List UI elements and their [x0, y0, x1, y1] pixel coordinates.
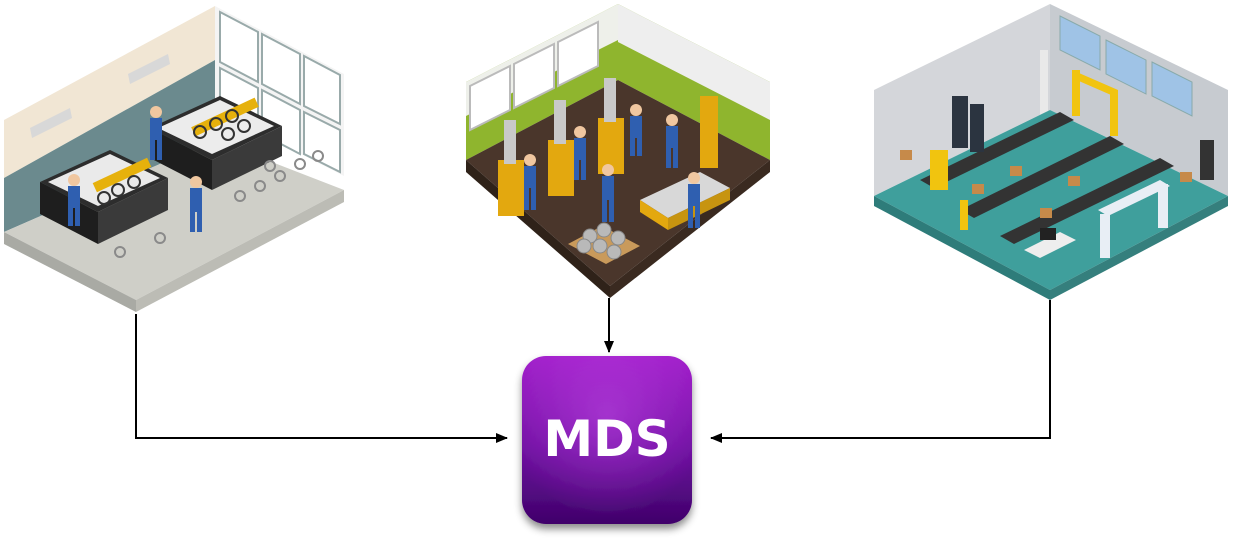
mds-hub: [522, 356, 692, 524]
mds-label: MDS: [543, 410, 670, 468]
assembly-line-factory-icon: [874, 4, 1228, 300]
machining-workshop-icon: [4, 6, 344, 312]
drilling-workshop-icon: [466, 4, 770, 298]
connector-left: [135, 314, 508, 443]
connector-right: [710, 300, 1051, 443]
